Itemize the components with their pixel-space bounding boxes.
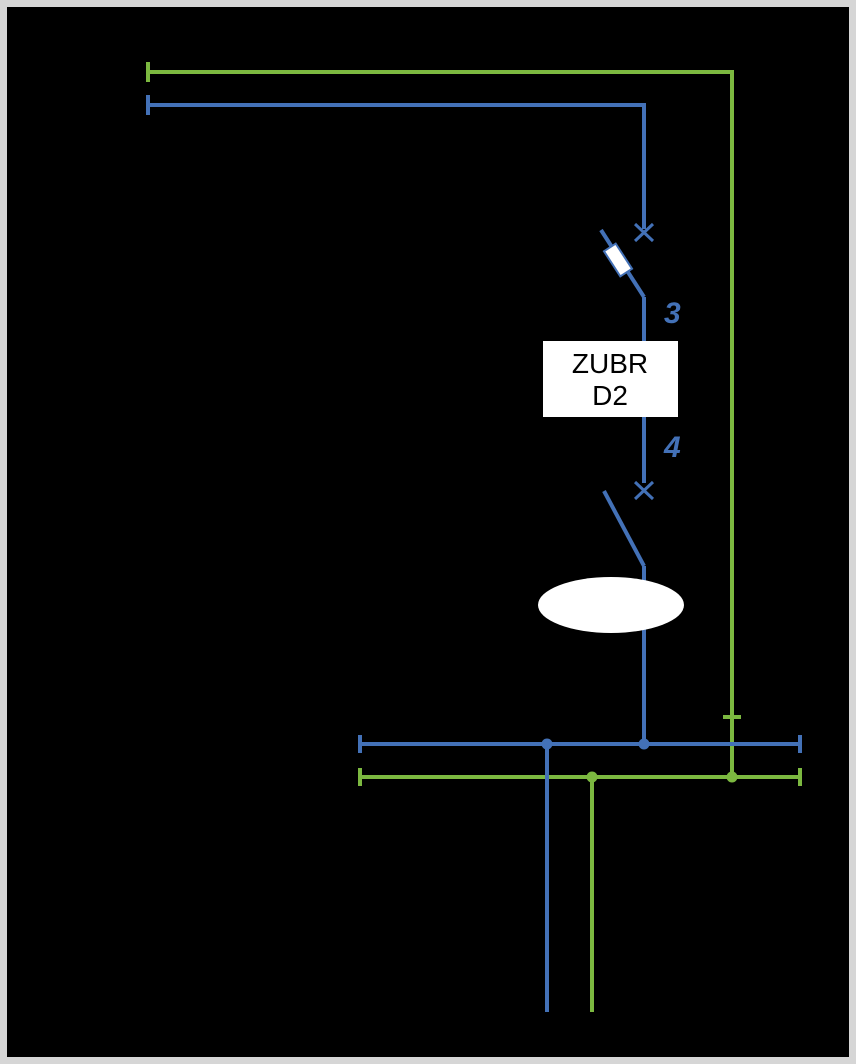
device-name-line2: D2	[592, 380, 628, 411]
load-ellipse	[538, 577, 684, 633]
green-junction-dot	[726, 771, 738, 783]
device-box	[543, 341, 678, 417]
blue-supply-wire	[148, 103, 646, 229]
device-name-line1: ZUBR	[572, 348, 648, 379]
green-supply-wire	[148, 70, 734, 777]
terminal-label-4: 4	[663, 431, 681, 464]
relay-blade	[602, 490, 646, 567]
thermal-release-rect	[602, 242, 634, 278]
green-circuit	[146, 62, 802, 1012]
relay-contact-x	[633, 480, 655, 501]
blue-circuit	[146, 95, 802, 1012]
blue-junction-dot	[638, 738, 650, 750]
green-junction-dot	[586, 771, 598, 783]
terminal-label-3: 3	[664, 297, 681, 330]
breaker-contact-x	[633, 222, 655, 243]
blue-junction-dot	[541, 738, 553, 750]
